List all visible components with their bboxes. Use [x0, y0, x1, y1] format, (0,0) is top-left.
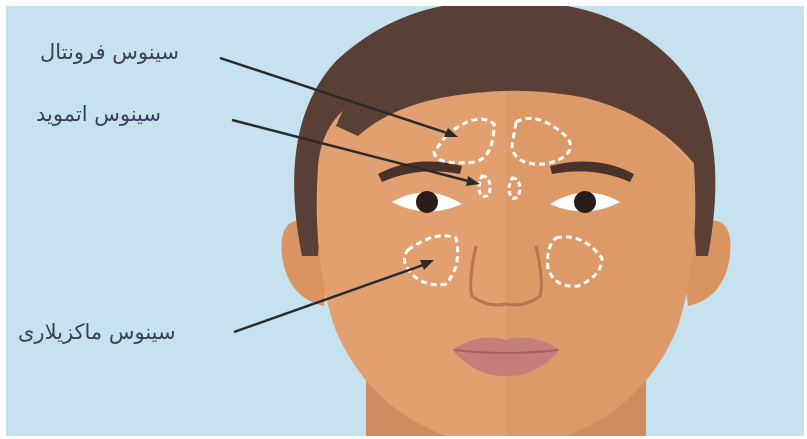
- left-pupil: [416, 191, 438, 213]
- illustration-panel: سینوس فرونتال سینوس اتموید سینوس ماکزیلا…: [6, 6, 804, 436]
- maxillary-sinus-label: سینوس ماکزیلاری: [18, 320, 176, 344]
- ethmoid-sinus-label: سینوس اتموید: [36, 102, 161, 126]
- face-illustration: [6, 6, 804, 436]
- frontal-sinus-label: سینوس فرونتال: [40, 40, 179, 64]
- right-pupil: [574, 191, 596, 213]
